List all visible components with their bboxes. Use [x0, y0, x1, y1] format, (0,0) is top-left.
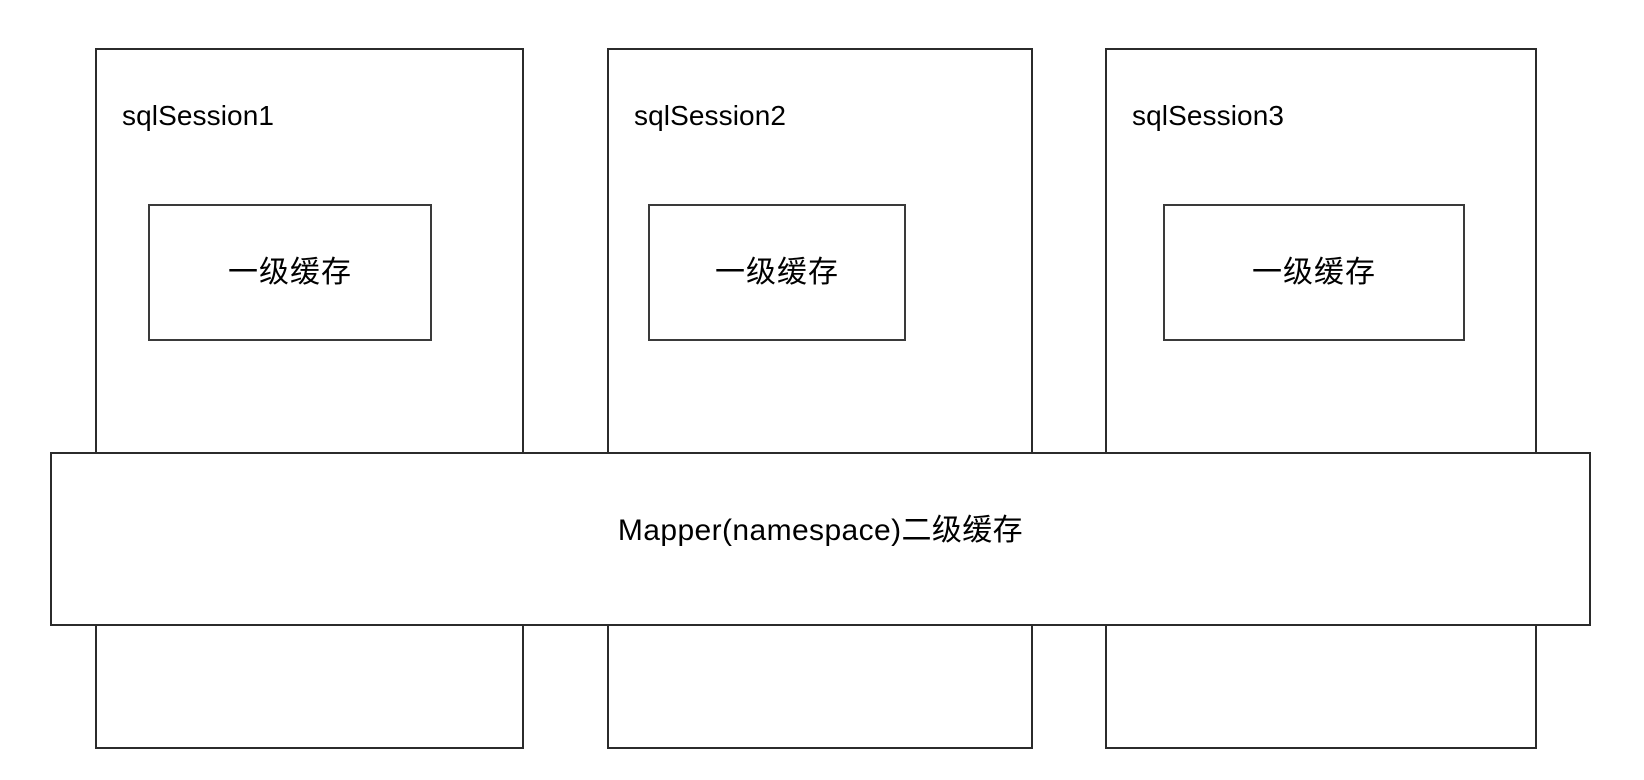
first-level-cache-box-2: 一级缓存 [648, 204, 906, 341]
session-box-1 [95, 48, 524, 749]
first-level-cache-label-2: 一级缓存 [715, 255, 839, 289]
session-box-3 [1105, 48, 1537, 749]
session-label-2: sqlSession2 [634, 100, 787, 131]
first-level-cache-label-1: 一级缓存 [228, 255, 352, 289]
first-level-cache-box-1: 一级缓存 [148, 204, 432, 341]
second-level-cache-bar: Mapper(namespace)二级缓存 [50, 452, 1591, 626]
session-label-1: sqlSession1 [122, 100, 275, 131]
first-level-cache-box-3: 一级缓存 [1163, 204, 1465, 341]
session-label-3: sqlSession3 [1132, 100, 1285, 131]
session-box-2 [607, 48, 1033, 749]
second-level-cache-label: Mapper(namespace)二级缓存 [617, 514, 1024, 547]
first-level-cache-label-3: 一级缓存 [1252, 255, 1376, 289]
